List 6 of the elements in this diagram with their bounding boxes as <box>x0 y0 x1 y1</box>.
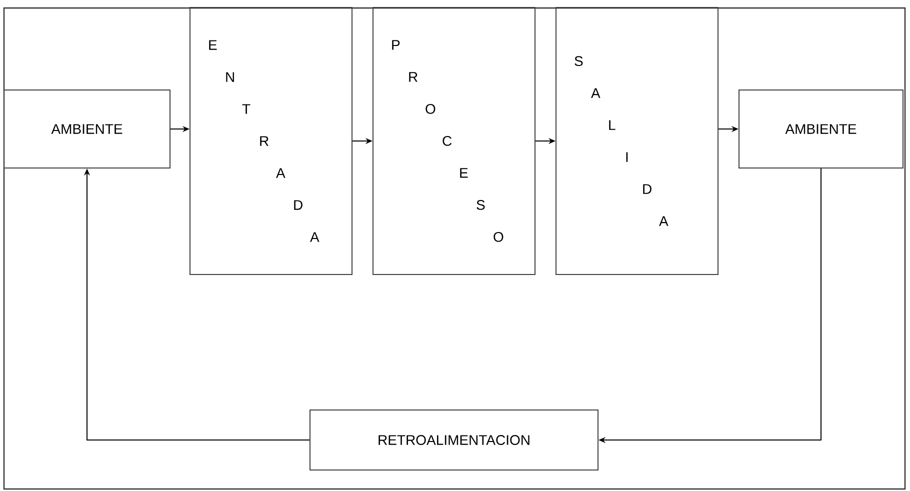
process-box: PROCESO <box>372 7 536 275</box>
process-box: SALIDA <box>556 7 718 275</box>
text-box: AMBIENTE <box>4 90 170 168</box>
process-box: ENTRADA <box>190 7 352 275</box>
text-box: RETROALIMENTACION <box>310 410 598 470</box>
text-box: AMBIENTE <box>738 90 904 168</box>
